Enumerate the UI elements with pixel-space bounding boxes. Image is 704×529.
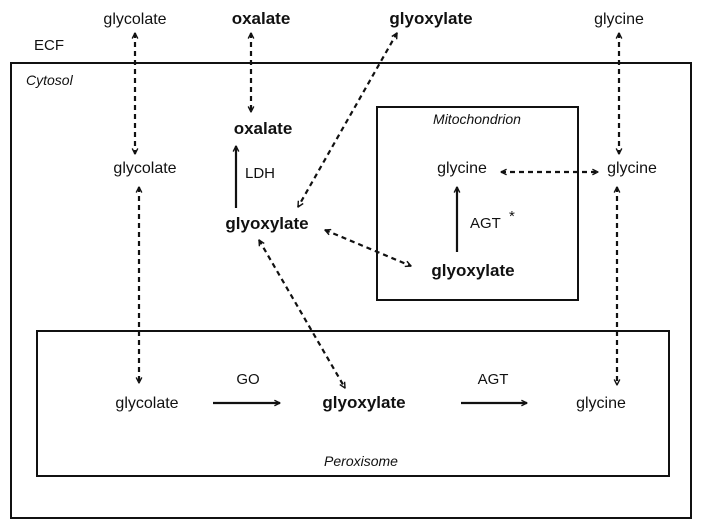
cytosol-glyoxylate: glyoxylate <box>225 214 308 233</box>
ecf-label: ECF <box>34 37 64 54</box>
perox-glycine: glycine <box>576 395 626 412</box>
cytosol-mito-glyoxylate-arrow <box>325 230 411 266</box>
perox-glyoxylate: glyoxylate <box>322 393 405 412</box>
go-enzyme-label: GO <box>236 371 259 388</box>
ecf-oxalate: oxalate <box>232 9 291 28</box>
mito-agt-asterisk: * <box>509 208 515 225</box>
cytosol-box <box>10 62 692 519</box>
peroxisome-box <box>36 330 670 477</box>
mito-glyoxylate: glyoxylate <box>431 261 514 280</box>
ecf-glyoxylate: glyoxylate <box>389 9 472 28</box>
ecf-glycine: glycine <box>594 11 644 28</box>
cytosol-oxalate: oxalate <box>234 119 293 138</box>
cytosol-glycine: glycine <box>607 160 657 177</box>
cytosol-perox-glyoxylate-arrow <box>258 240 346 388</box>
ecf-cytosol-glyoxylate-arrow <box>297 33 398 207</box>
mitochondrion-label: Mitochondrion <box>433 111 521 127</box>
cytosol-glycolate: glycolate <box>113 160 176 177</box>
mito-glycine: glycine <box>437 160 487 177</box>
mito-agt-enzyme-label: AGT <box>470 215 501 232</box>
ecf-glycolate: glycolate <box>103 11 166 28</box>
peroxisome-label: Peroxisome <box>324 453 398 469</box>
cytosol-label: Cytosol <box>26 72 74 88</box>
perox-agt-enzyme-label: AGT <box>478 371 509 388</box>
ldh-enzyme-label: LDH <box>245 165 275 182</box>
perox-glycolate: glycolate <box>115 395 178 412</box>
